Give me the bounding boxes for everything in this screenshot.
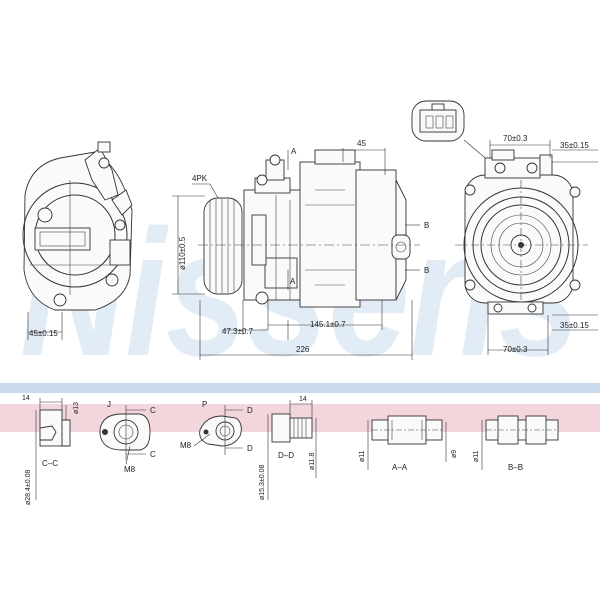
detail-bb: ø11 B–B xyxy=(473,415,559,472)
blue-band xyxy=(0,383,600,393)
bb-caption: B–B xyxy=(508,463,523,472)
dd-width-dim: 14 xyxy=(299,396,307,403)
p-letter: P xyxy=(202,400,207,409)
j-c-bottom: C xyxy=(150,450,156,459)
right-bottom-height: 35±0.15 xyxy=(560,321,589,330)
cc-vertical-dim: ø28.4±0.08 xyxy=(25,470,32,505)
aa-caption: A–A xyxy=(392,463,408,472)
cc-caption: C–C xyxy=(42,459,58,468)
detail-cc: 14 ø13 ø28.4±0.08 C–C xyxy=(22,395,80,505)
detail-dd: 14 ø15.3±0.08 ø11.8 D–D xyxy=(259,396,317,500)
right-top-height: 35±0.15 xyxy=(560,141,589,150)
section-a-bottom: A xyxy=(290,277,296,286)
dd-outer-dim: ø15.3±0.08 xyxy=(259,465,266,500)
dd-caption: D–D xyxy=(278,451,294,460)
j-letter: J xyxy=(107,400,111,409)
right-view: 70±0.3 35±0.15 35±0.15 70±0.3 xyxy=(455,134,598,355)
left-width-dim: 45±0.15 xyxy=(29,329,58,338)
cc-width-dim: 14 xyxy=(22,395,30,402)
center-view: A A B B 4PK ø110±0.5 45 47.3±0.7 145.1±0… xyxy=(172,139,429,360)
top-dim: 45 xyxy=(357,139,366,148)
aa-right-dim: ø9 xyxy=(451,450,458,458)
detail-p: P D D M8 xyxy=(180,400,253,455)
detail-j: J C C M8 xyxy=(99,400,156,474)
p-thread: M8 xyxy=(180,441,192,450)
j-c-top: C xyxy=(150,406,156,415)
j-thread: M8 xyxy=(124,465,136,474)
p-d-bottom: D xyxy=(247,444,253,453)
total-dim: 226 xyxy=(296,345,310,354)
belt-label: 4PK xyxy=(192,174,208,183)
dd-inner-dim: ø11.8 xyxy=(309,453,316,470)
detail-aa: ø11 ø9 A–A xyxy=(359,415,458,472)
section-b-top: B xyxy=(424,221,429,230)
bb-left-dim: ø11 xyxy=(473,450,480,462)
connector-callout xyxy=(411,100,491,163)
cc-dia-dim: ø13 xyxy=(73,402,80,414)
section-a-top: A xyxy=(291,147,297,156)
mid-dim: 145.1±0.7 xyxy=(310,320,346,329)
aa-left-dim: ø11 xyxy=(359,450,366,462)
left-offset-dim: 47.3±0.7 xyxy=(222,327,254,336)
right-top-width: 70±0.3 xyxy=(503,134,528,143)
p-d-top: D xyxy=(247,406,253,415)
section-b-bottom: B xyxy=(424,266,429,275)
right-bottom-width: 70±0.3 xyxy=(503,345,528,354)
pulley-diameter-dim: ø110±0.5 xyxy=(178,236,187,270)
left-view: 45±0.15 xyxy=(22,141,133,340)
